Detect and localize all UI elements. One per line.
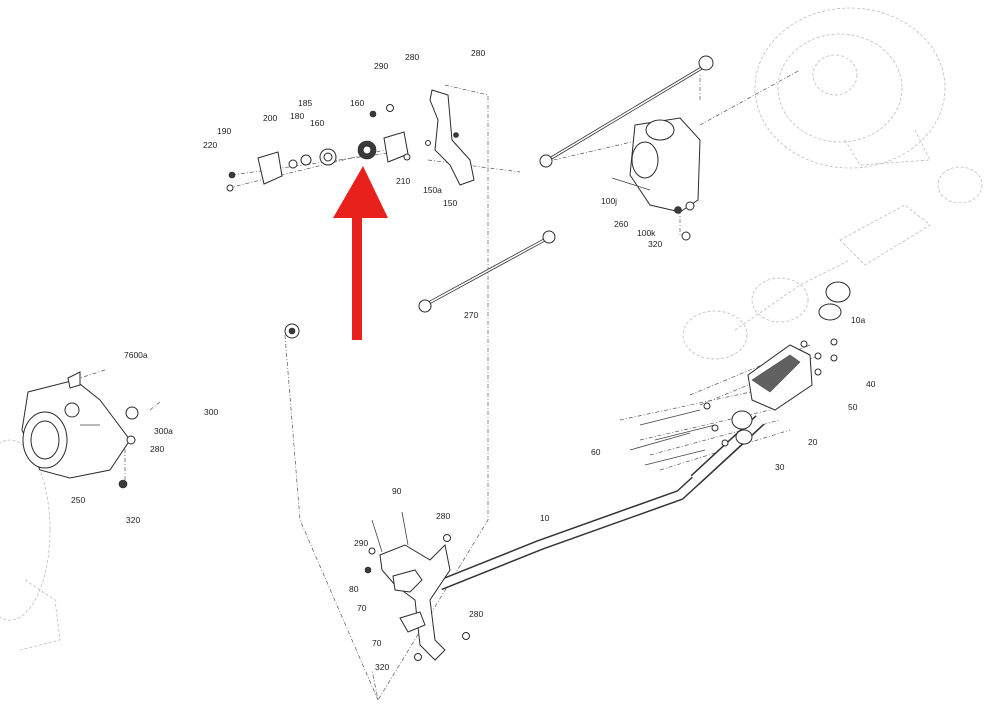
callout-320: 320: [126, 515, 140, 525]
bolts-60: [629, 409, 716, 466]
callout-70: 70: [357, 603, 367, 613]
tie-rod-270: [418, 230, 556, 313]
callout-40: 40: [866, 379, 876, 389]
callout-260: 260: [614, 219, 628, 229]
hardware-stack: [226, 104, 431, 192]
callout-100j: 100j: [601, 196, 617, 206]
callout-100k: 100k: [637, 228, 656, 238]
callout-150: 150: [443, 198, 457, 208]
callout-250: 250: [71, 495, 85, 505]
callout-290: 290: [354, 538, 368, 548]
callout-10a: 10a: [851, 315, 865, 325]
callout-290: 290: [374, 61, 388, 71]
callout-150a: 150a: [423, 185, 442, 195]
callout-220: 220: [203, 140, 217, 150]
callout-280: 280: [471, 48, 485, 58]
callout-70: 70: [372, 638, 382, 648]
lower-bracket: [364, 511, 470, 661]
callout-60: 60: [591, 447, 601, 457]
callout-190: 190: [217, 126, 231, 136]
callout-labels: 290 280 280 185 160 200 180 160 190 220 …: [71, 48, 876, 672]
steering-box: [731, 281, 851, 445]
tie-rod-300: [125, 323, 300, 420]
tie-rod-upper: [539, 55, 714, 168]
bracket-150: [429, 89, 475, 186]
knuckle-left: [21, 371, 136, 489]
leader-lines: [79, 69, 821, 701]
callout-10: 10: [540, 513, 550, 523]
callout-20: 20: [808, 437, 818, 447]
steering-shaft: [437, 415, 765, 591]
wheel-ghost-right: [754, 7, 946, 169]
callout-320: 320: [375, 662, 389, 672]
knuckle-right: [611, 117, 701, 241]
callout-90: 90: [392, 486, 402, 496]
callout-200: 200: [263, 113, 277, 123]
callout-300: 300: [204, 407, 218, 417]
differential-ghost: [682, 166, 983, 360]
callout-160: 160: [350, 98, 364, 108]
callout-50: 50: [848, 402, 858, 412]
callout-7600a: 7600a: [124, 350, 148, 360]
callout-300a: 300a: [154, 426, 173, 436]
callout-160: 160: [310, 118, 324, 128]
callout-30: 30: [775, 462, 785, 472]
red-arrow-annotation: [333, 166, 388, 340]
callout-210: 210: [396, 176, 410, 186]
wheel-ghost-left: [0, 439, 61, 651]
callout-280: 280: [150, 444, 164, 454]
callout-270: 270: [464, 310, 478, 320]
callout-180: 180: [290, 111, 304, 121]
hardware-right-group: [703, 338, 838, 447]
callout-280: 280: [469, 609, 483, 619]
callout-80: 80: [349, 584, 359, 594]
callout-185: 185: [298, 98, 312, 108]
callout-320: 320: [648, 239, 662, 249]
callout-280: 280: [436, 511, 450, 521]
callout-280: 280: [405, 52, 419, 62]
